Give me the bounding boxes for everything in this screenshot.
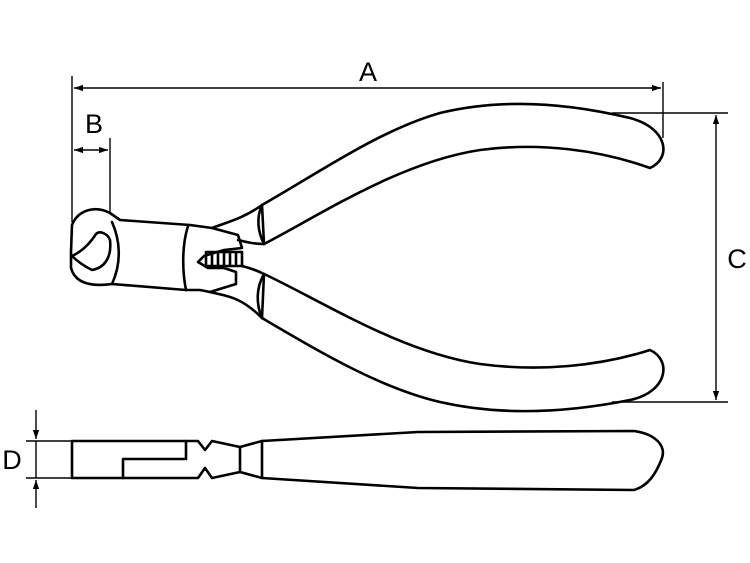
pliers-top-view bbox=[69, 102, 665, 413]
dim-label-d: D bbox=[2, 445, 22, 475]
side-handle bbox=[260, 429, 665, 492]
lower-arm-neck-upper bbox=[240, 264, 266, 276]
dim-label-a: A bbox=[359, 57, 377, 87]
upper-arm-neck-lower bbox=[236, 238, 266, 246]
cutting-head bbox=[69, 208, 244, 294]
spring-coils bbox=[210, 251, 238, 267]
pliers-side-view bbox=[70, 429, 665, 492]
jaw-front-line bbox=[181, 224, 190, 292]
dimension-d: D bbox=[2, 410, 72, 508]
dimension-a: A bbox=[71, 57, 664, 222]
dim-label-c: C bbox=[727, 244, 747, 274]
lower-arm-neck bbox=[208, 290, 264, 320]
lower-handle-sleeve-end bbox=[256, 272, 266, 320]
jaw-notch bbox=[70, 231, 112, 272]
dimension-c: C bbox=[612, 112, 747, 403]
side-neck bbox=[238, 439, 264, 480]
jaw-inner-line bbox=[110, 220, 121, 286]
dimension-b: B bbox=[74, 109, 111, 212]
upper-handle bbox=[260, 102, 665, 246]
upper-handle-sleeve-end bbox=[257, 203, 266, 246]
side-jaw-step bbox=[121, 439, 188, 480]
upper-arm-neck bbox=[210, 203, 264, 230]
dim-label-b: B bbox=[85, 109, 103, 139]
lower-handle bbox=[260, 272, 665, 413]
